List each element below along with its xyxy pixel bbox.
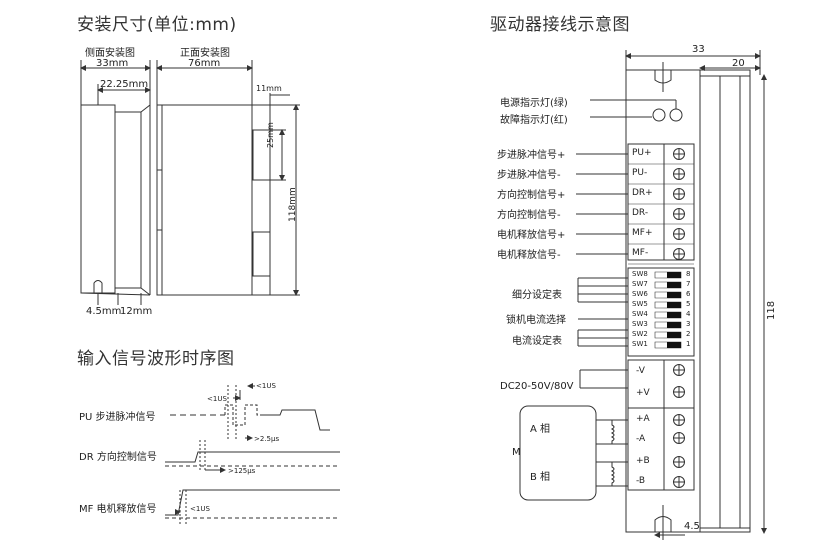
power-term: -V [636, 366, 645, 376]
switch-name: SW8 [632, 270, 648, 278]
side-view-title: 侧面安装图 [85, 48, 135, 59]
switch-name: SW6 [632, 290, 648, 298]
motor-m-label: M [512, 447, 521, 458]
terminal-screw-icon [674, 249, 685, 260]
led-power-label: 电源指示灯(绿) [500, 98, 568, 109]
signal-desc: 方向控制信号- [497, 210, 561, 221]
lock-label: 锁机电流选择 [506, 315, 566, 326]
timing-dr-label: DR 方向控制信号 [79, 452, 157, 463]
terminal-screw-icon [674, 365, 685, 376]
timing-1us-c: <1US [190, 505, 210, 513]
subdiv-label: 细分设定表 [512, 290, 562, 301]
wiring-title: 驱动器接线示意图 [490, 15, 630, 35]
signal-desc: 步进脉冲信号+ [497, 150, 566, 161]
signal-desc: 步进脉冲信号- [497, 170, 561, 181]
switch-name: SW3 [632, 320, 648, 328]
dim-4-5: 4.5 [684, 521, 700, 532]
timing-diagram [165, 383, 340, 525]
timing-125us: >125μs [228, 467, 256, 475]
dip-switch-actuator [667, 342, 681, 348]
signal-term: DR- [632, 208, 649, 218]
signal-desc: 方向控制信号+ [497, 190, 566, 201]
switch-num: 6 [686, 290, 691, 298]
signal-term: PU- [632, 168, 648, 178]
switch-num: 8 [686, 270, 691, 278]
dip-switch-actuator [667, 312, 681, 318]
switch-num: 2 [686, 330, 691, 338]
switch-num: 1 [686, 340, 691, 348]
dim-33: 33 [692, 44, 705, 55]
switch-name: SW7 [632, 280, 648, 288]
dip-switch-actuator [667, 322, 681, 328]
motor-term: +A [636, 414, 650, 424]
signal-term: MF+ [632, 228, 653, 238]
timing-1us-a: <1US [256, 382, 276, 390]
signal-term: PU+ [632, 148, 652, 158]
phase-a-label: A 相 [530, 424, 551, 435]
switch-num: 5 [686, 300, 691, 308]
dim-20: 20 [732, 58, 745, 69]
terminal-screw-icon [674, 477, 685, 488]
dip-switch-actuator [667, 332, 681, 338]
front-view-drawing [156, 60, 300, 296]
terminal-screw-icon [674, 149, 685, 160]
motor-term: -A [636, 434, 646, 444]
dip-switch-actuator [667, 282, 681, 288]
timing-title: 输入信号波形时序图 [77, 349, 235, 369]
dip-switch-actuator [667, 272, 681, 278]
signal-desc: 电机释放信号- [497, 250, 561, 261]
signal-desc: 电机释放信号+ [497, 230, 566, 241]
timing-pu-label: PU 步进脉冲信号 [79, 412, 156, 423]
dim-33mm: 33mm [96, 58, 129, 69]
switch-name: SW2 [632, 330, 648, 338]
dim-11mm: 11mm [256, 84, 282, 93]
switch-name: SW5 [632, 300, 648, 308]
signal-term: DR+ [632, 188, 653, 198]
front-view-title: 正面安装图 [180, 48, 230, 59]
side-view-drawing [80, 60, 151, 305]
terminal-screw-icon [674, 189, 685, 200]
signal-term: MF- [632, 248, 649, 258]
dim-4-5mm: 4.5mm [86, 306, 122, 317]
timing-mf-label: MF 电机释放信号 [79, 504, 157, 515]
motor-term: -B [636, 476, 646, 486]
timing-1us-b: <1US [207, 395, 227, 403]
dim-12mm: 12mm [120, 306, 153, 317]
install-title: 安装尺寸(单位:mm) [77, 15, 237, 35]
motor-term: +B [636, 456, 650, 466]
switch-num: 7 [686, 280, 691, 288]
led-fault-label: 故障指示灯(红) [500, 115, 568, 126]
terminal-screw-icon [674, 433, 685, 444]
terminal-screw-icon [674, 457, 685, 468]
power-label: DC20-50V/80V [500, 381, 574, 392]
dim-22-25mm: 22.25mm [100, 79, 149, 90]
switch-name: SW1 [632, 340, 648, 348]
dip-switch-actuator [667, 292, 681, 298]
switch-name: SW4 [632, 310, 648, 318]
terminal-screw-icon [674, 209, 685, 220]
dim-76mm: 76mm [188, 58, 221, 69]
terminal-screw-icon [674, 387, 685, 398]
phase-b-label: B 相 [530, 472, 551, 483]
terminal-screw-icon [674, 229, 685, 240]
dip-switch-actuator [667, 302, 681, 308]
timing-2-5us: >2.5μs [254, 435, 280, 443]
terminal-screw-icon [674, 415, 685, 426]
switch-num: 4 [686, 310, 691, 318]
current-label: 电流设定表 [512, 336, 562, 347]
switch-num: 3 [686, 320, 691, 328]
power-term: +V [636, 388, 650, 398]
terminal-screw-icon [674, 169, 685, 180]
